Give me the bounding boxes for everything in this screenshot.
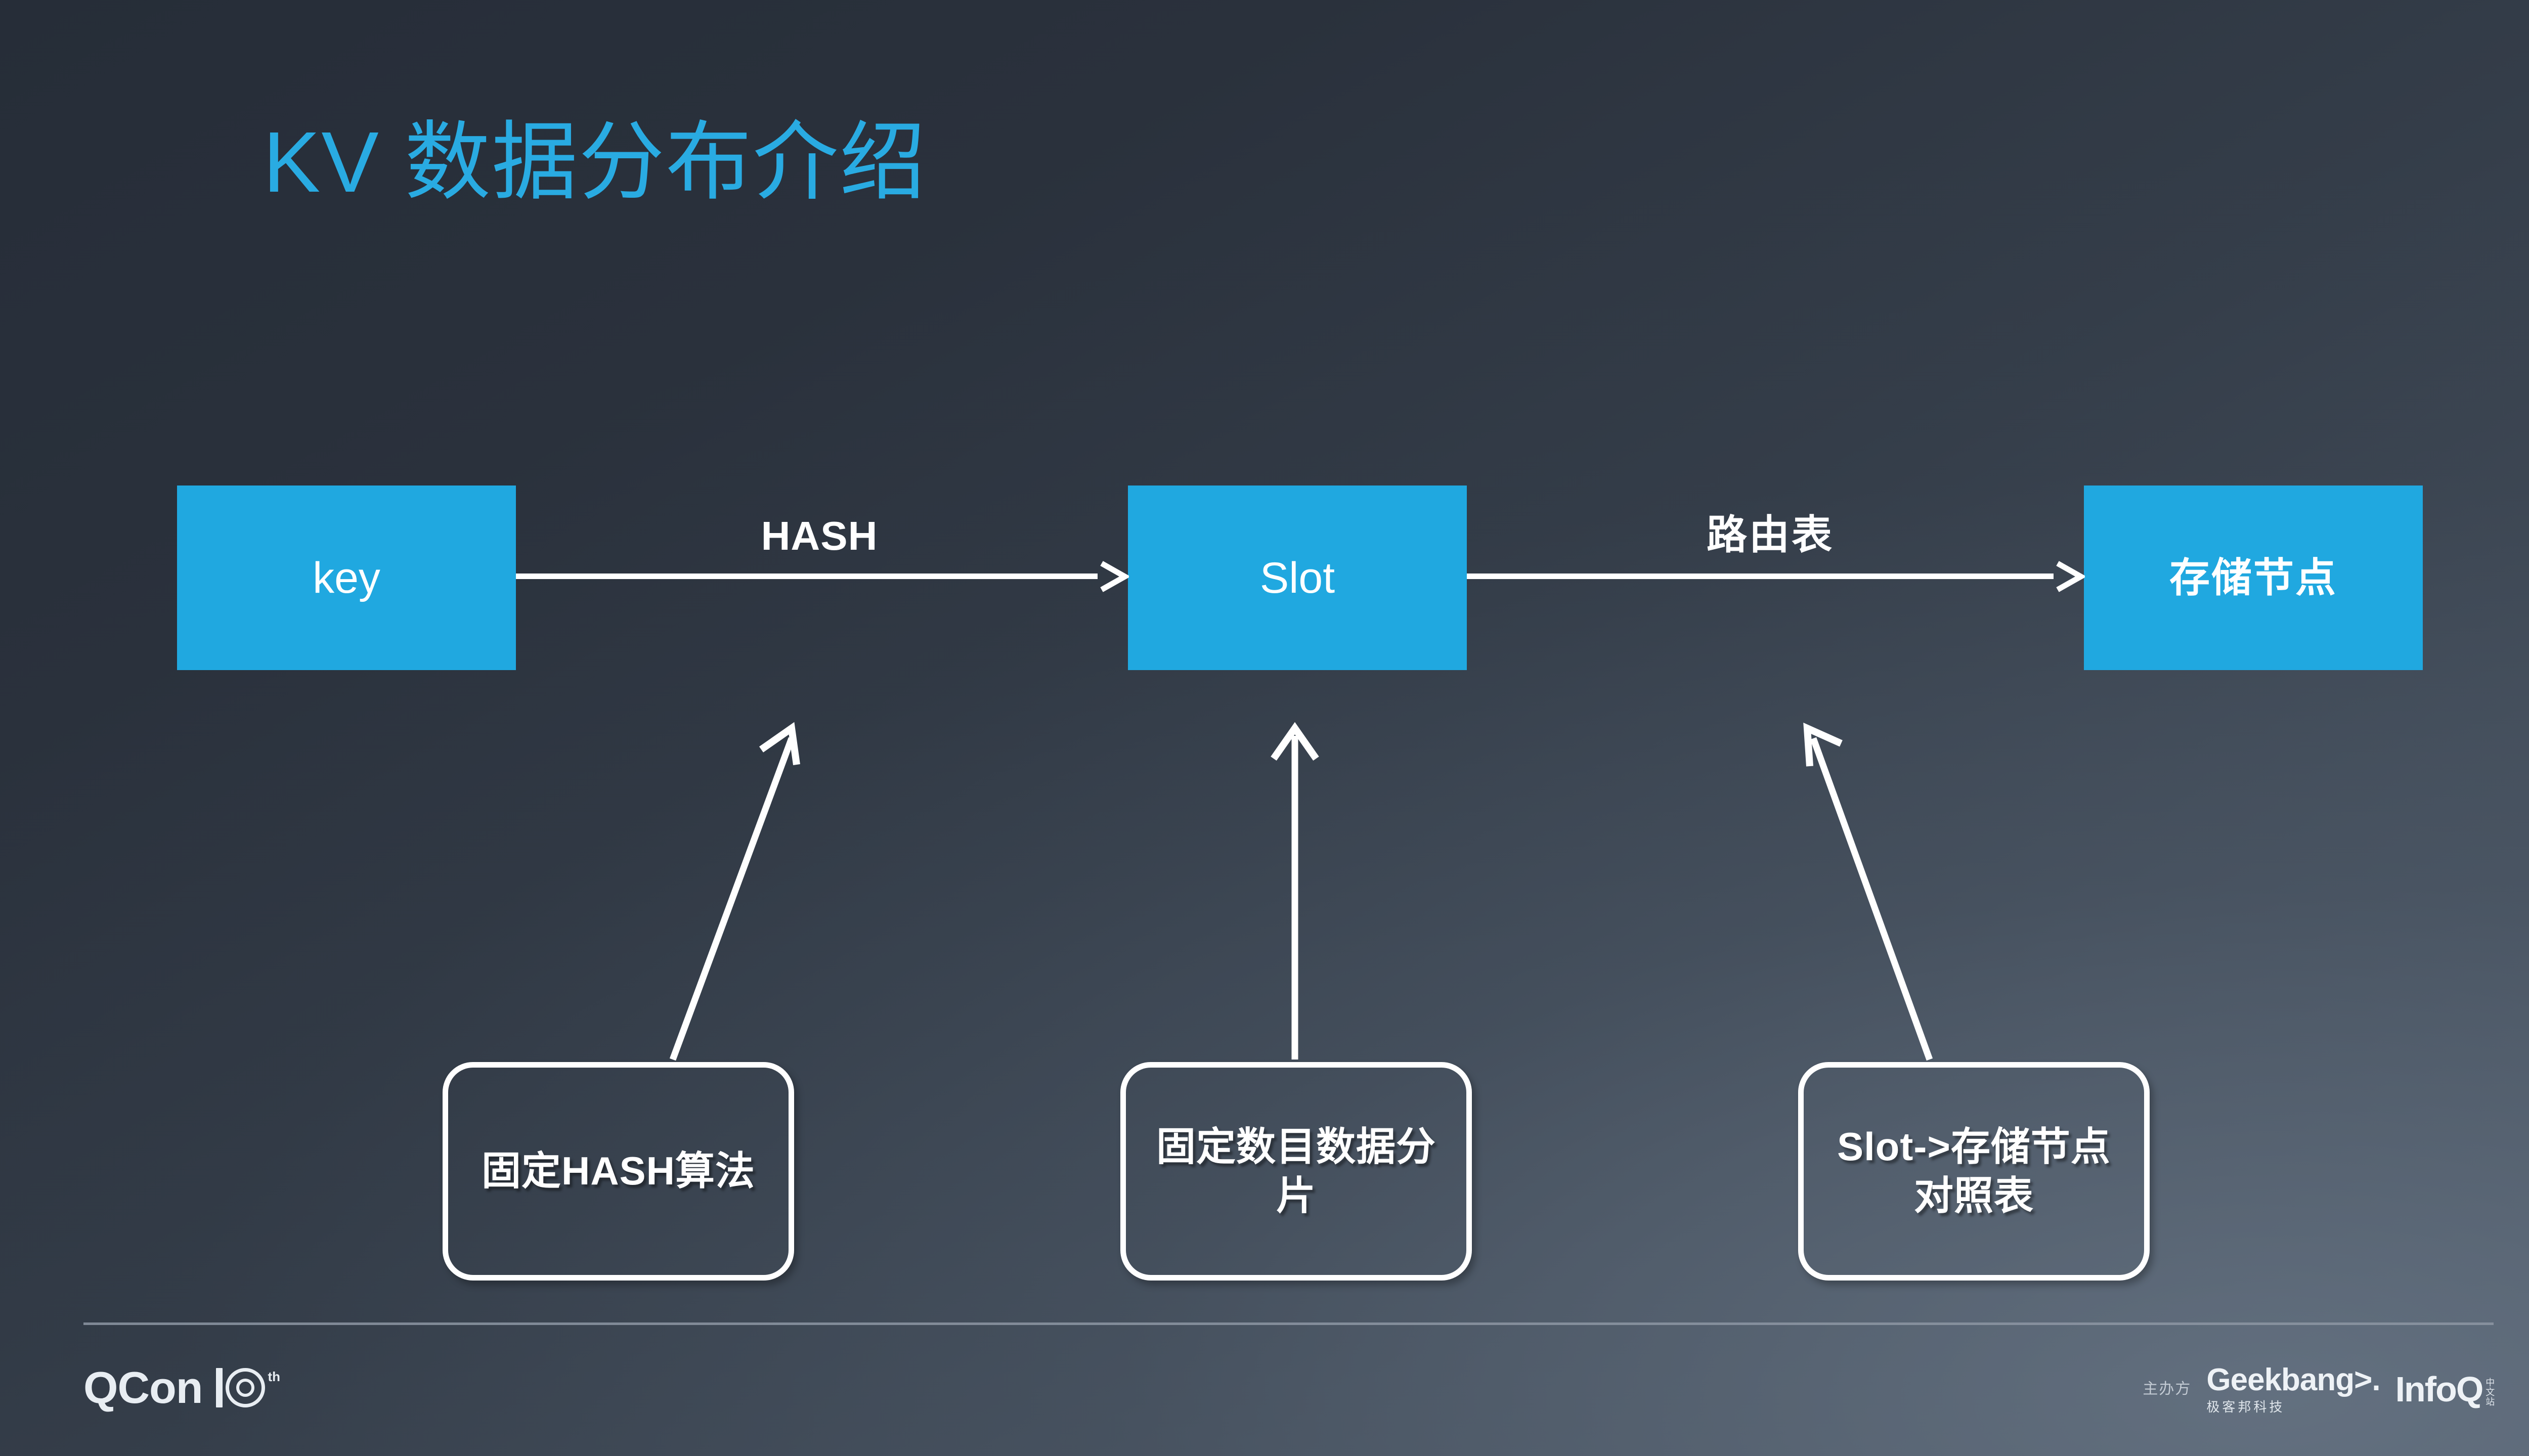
anniversary-superscript: th xyxy=(268,1369,281,1384)
geekbang-wordmark: Geekbang>. xyxy=(2206,1362,2380,1397)
geekbang-logo: Geekbang>. 极客邦科技 xyxy=(2206,1364,2380,1414)
callout-hash-algo-text: 固定HASH算法 xyxy=(481,1149,755,1194)
infoq-chinese-name: 中文站 xyxy=(2484,1377,2495,1406)
edge-label-route-table: 路由表 xyxy=(1707,512,1834,557)
geekbang-chinese-name: 极客邦科技 xyxy=(2206,1399,2285,1415)
callout-slot-map-text: Slot->存储节点对照表 xyxy=(1837,1124,2111,1218)
edge-label-hash: HASH xyxy=(761,513,878,558)
callout-slot-shards-text: 固定数目数据分片 xyxy=(1156,1124,1436,1218)
qcon-anniversary-mark: th xyxy=(215,1368,281,1407)
arrow-slot-to-storage xyxy=(1467,560,2087,593)
digit-one-icon xyxy=(215,1368,223,1407)
page-title: KV 数据分布介绍 xyxy=(263,114,927,210)
sponsor-prefix-label: 主办方 xyxy=(2143,1380,2192,1397)
arrow-head-right-icon xyxy=(2053,560,2087,593)
infoq-logo: InfoQ 中文站 xyxy=(2395,1372,2513,1407)
flow-node-storage-label: 存储节点 xyxy=(2169,555,2337,600)
qcon-wordmark: QCon xyxy=(83,1362,203,1413)
flow-node-key-label: key xyxy=(313,553,380,602)
qcon-logo: QCon th xyxy=(83,1365,280,1410)
footer-divider xyxy=(83,1322,2494,1325)
flow-node-slot-label: Slot xyxy=(1259,553,1335,602)
flow-node-key: key xyxy=(177,486,516,670)
arrow-key-to-slot xyxy=(516,560,1131,593)
digit-zero-ring-icon xyxy=(225,1368,265,1407)
arrow-head-right-icon xyxy=(1097,560,1131,593)
callout-hash-algo: 固定HASH算法 xyxy=(443,1062,794,1281)
flow-node-storage: 存储节点 xyxy=(2084,486,2423,670)
callout-slot-map: Slot->存储节点对照表 xyxy=(1798,1062,2150,1281)
arrow-shaft xyxy=(1467,573,2054,579)
sponsor-bar: 主办方 Geekbang>. 极客邦科技 InfoQ 中文站 xyxy=(2143,1364,2513,1414)
infoq-wordmark: InfoQ xyxy=(2395,1369,2484,1409)
arrow-shaft xyxy=(516,573,1098,579)
callout-slot-shards: 固定数目数据分片 xyxy=(1120,1062,1472,1281)
flow-node-slot: Slot xyxy=(1128,486,1467,670)
